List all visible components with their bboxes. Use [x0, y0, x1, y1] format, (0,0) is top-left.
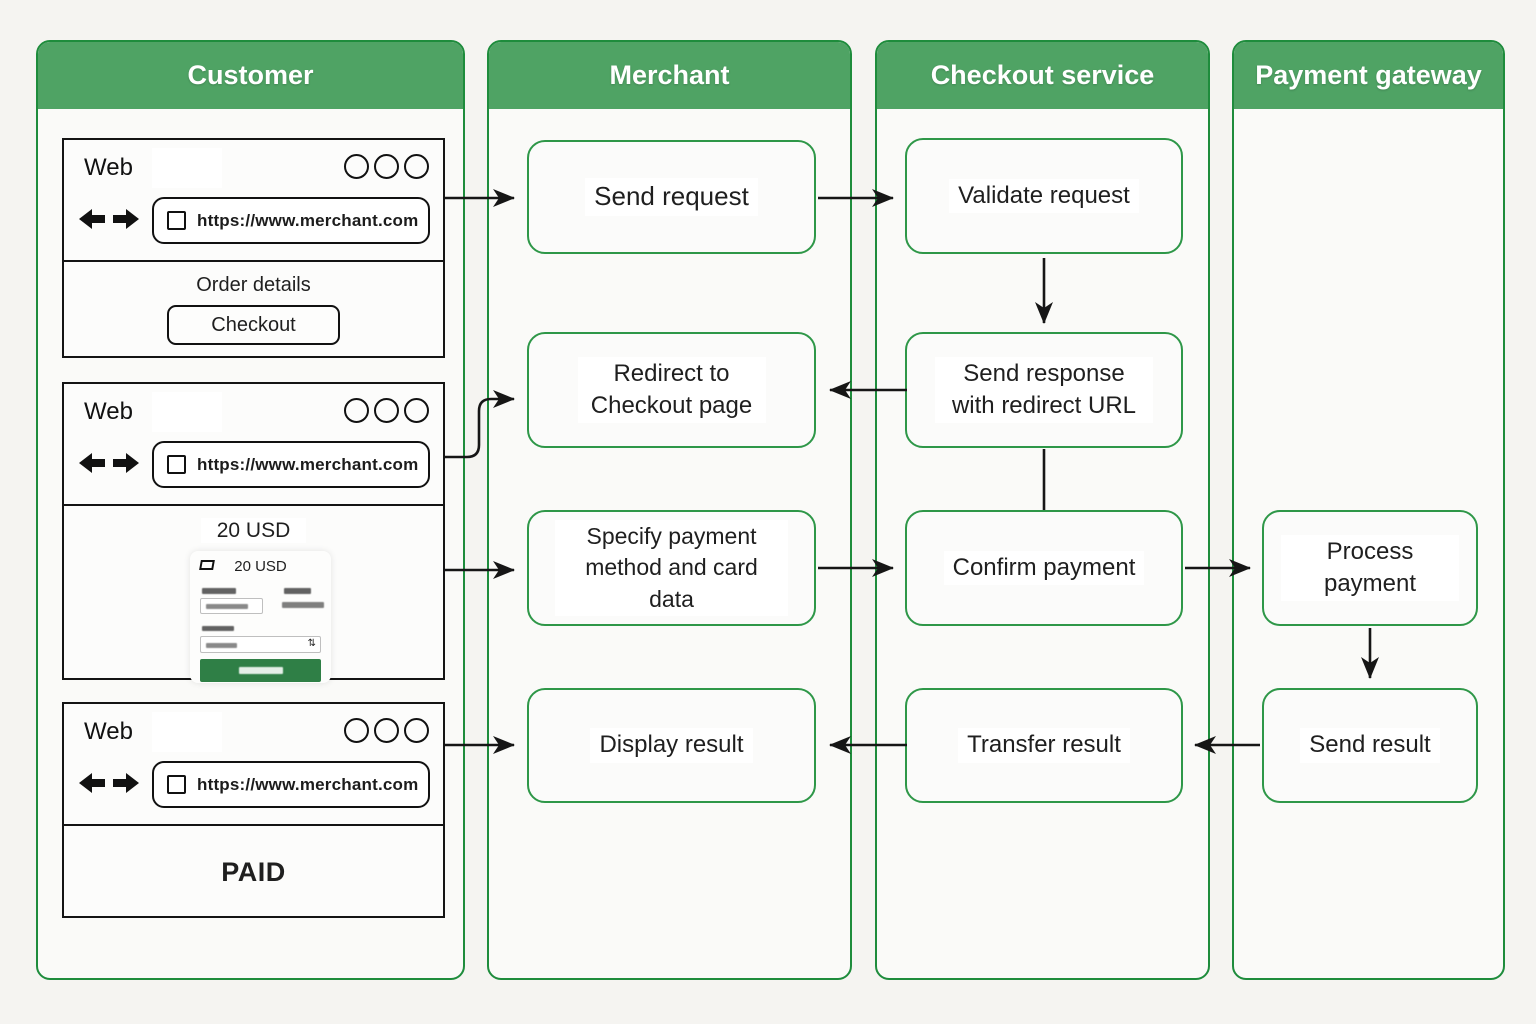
- back-arrow-icon: [79, 453, 105, 473]
- flow-box-confirm-payment: Confirm payment: [905, 510, 1183, 626]
- form-input-blur: [200, 598, 263, 614]
- form-label-blur: [202, 626, 234, 631]
- flow-box-label: Specify payment method and card data: [555, 520, 788, 616]
- browser-chrome: Web https://www.merchant.com: [64, 384, 443, 506]
- window-buttons: [344, 154, 429, 179]
- flow-box-label: Send result: [1300, 728, 1440, 763]
- window-button-icon: [344, 398, 369, 423]
- amount-text: 20 USD: [200, 518, 307, 543]
- browser-window-title: Web: [84, 398, 133, 425]
- blank-patch: [152, 392, 222, 432]
- window-buttons: [344, 718, 429, 743]
- browser-page-content: Order details Checkout: [64, 262, 443, 345]
- flow-box-label: Display result: [590, 728, 753, 763]
- window-buttons: [344, 398, 429, 423]
- back-forward-icons: [79, 773, 139, 793]
- checkout-button: Checkout: [167, 305, 340, 345]
- flow-box-specify-payment: Specify payment method and card data: [527, 510, 816, 626]
- window-button-icon: [404, 718, 429, 743]
- flow-box-label: Transfer result: [958, 728, 1130, 763]
- lane-header-merchant: Merchant: [489, 42, 850, 109]
- amount-title: 20 USD: [64, 506, 443, 543]
- form-value-blur: [206, 643, 237, 648]
- flow-box-transfer-result: Transfer result: [905, 688, 1183, 803]
- lane-header-customer: Customer: [38, 42, 463, 109]
- browser-chrome: Web https://www.merchant.com: [64, 704, 443, 826]
- browser-page-content: PAID: [64, 826, 443, 918]
- paid-status: PAID: [221, 856, 286, 887]
- window-button-icon: [344, 718, 369, 743]
- url-bar: https://www.merchant.com: [152, 441, 430, 488]
- lane-header-checkout-service: Checkout service: [877, 42, 1208, 109]
- form-label-blur: [202, 588, 236, 594]
- browser-window-checkout-page: Web https://www.merchant.com 20 USD: [62, 382, 445, 683]
- flow-box-label: Validate request: [949, 178, 1139, 214]
- window-button-icon: [374, 154, 399, 179]
- flow-box-send-response: Send response with redirect URL: [905, 332, 1183, 448]
- flow-box-label: Send response with redirect URL: [935, 356, 1153, 424]
- url-text: https://www.merchant.com: [197, 774, 419, 794]
- url-bar: https://www.merchant.com: [152, 761, 430, 808]
- page-icon: [167, 455, 186, 474]
- forward-arrow-icon: [113, 773, 139, 793]
- back-forward-icons: [79, 453, 139, 473]
- flow-box-validate-request: Validate request: [905, 138, 1183, 254]
- window-button-icon: [374, 398, 399, 423]
- browser-window-title: Web: [84, 154, 133, 181]
- flow-box-label: Process payment: [1281, 534, 1459, 602]
- lane-header-payment-gateway: Payment gateway: [1234, 42, 1503, 109]
- flow-box-label: Redirect to Checkout page: [577, 356, 766, 424]
- pay-button-label-blur: [239, 667, 283, 674]
- flow-box-display-result: Display result: [527, 688, 816, 803]
- url-text: https://www.merchant.com: [197, 454, 419, 474]
- forward-arrow-icon: [113, 209, 139, 229]
- pay-button: [200, 659, 321, 682]
- form-value-blur: [282, 602, 324, 608]
- browser-chrome: Web https://www.merchant.com: [64, 140, 443, 262]
- forward-arrow-icon: [113, 453, 139, 473]
- page-icon: [167, 775, 186, 794]
- back-arrow-icon: [79, 209, 105, 229]
- flow-box-send-request: Send request: [527, 140, 816, 254]
- window-button-icon: [404, 154, 429, 179]
- payment-amount: 20 USD: [234, 558, 287, 575]
- order-details-title: Order details: [196, 274, 311, 296]
- flow-box-label: Confirm payment: [943, 550, 1145, 586]
- flow-box-label: Send request: [585, 178, 758, 216]
- window-button-icon: [344, 154, 369, 179]
- form-value-blur: [206, 604, 248, 609]
- blank-patch: [152, 148, 222, 188]
- spinner-icon: ⇅: [307, 638, 316, 649]
- flow-box-send-result: Send result: [1262, 688, 1478, 803]
- back-arrow-icon: [79, 773, 105, 793]
- form-label-blur: [284, 588, 311, 594]
- blank-patch: [152, 712, 222, 752]
- window-button-icon: [374, 718, 399, 743]
- payment-form-card: 20 USD ⇅: [190, 551, 331, 683]
- url-bar: https://www.merchant.com: [152, 197, 430, 244]
- form-input-blur: ⇅: [200, 636, 321, 653]
- window-button-icon: [404, 398, 429, 423]
- browser-window-paid-page: Web https://www.merchant.com PAID: [62, 702, 445, 918]
- back-forward-icons: [79, 209, 139, 229]
- browser-page-content: 20 USD 20 USD ⇅: [64, 506, 443, 683]
- page-icon: [167, 211, 186, 230]
- flow-box-redirect-to-checkout: Redirect to Checkout page: [527, 332, 816, 448]
- flow-box-process-payment: Process payment: [1262, 510, 1478, 626]
- browser-window-order-page: Web https://www.merchant.com Order detai…: [62, 138, 445, 358]
- url-text: https://www.merchant.com: [197, 210, 419, 230]
- browser-window-title: Web: [84, 718, 133, 745]
